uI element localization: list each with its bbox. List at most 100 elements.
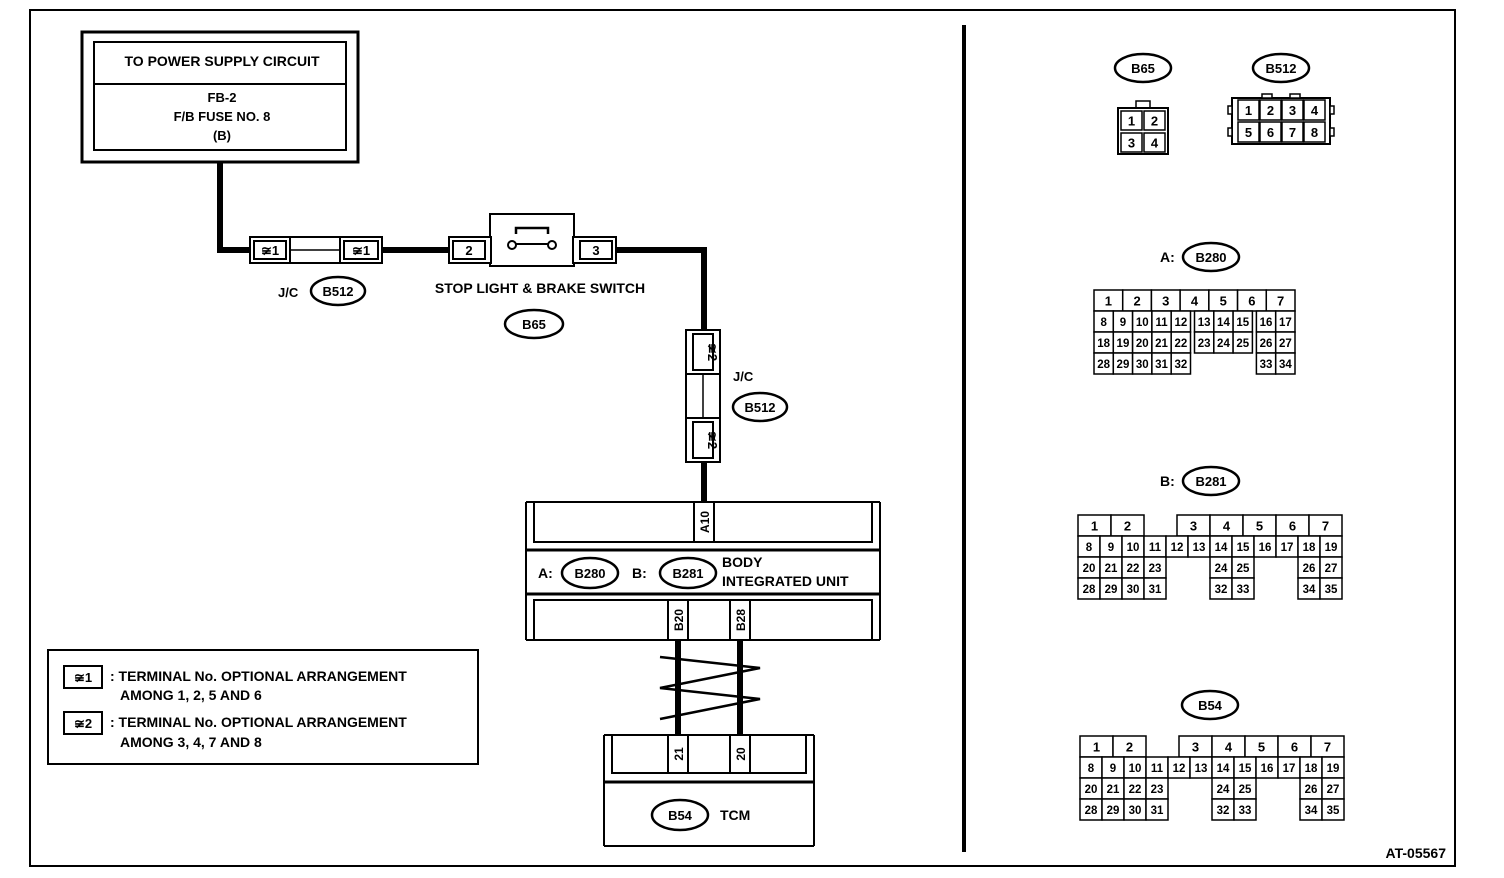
pin-label: 34 <box>1305 805 1318 817</box>
pin-label: 29 <box>1105 584 1118 596</box>
pin-label: 7 <box>1289 125 1296 140</box>
svg-text:B281: B281 <box>1195 474 1226 489</box>
pin-label: 33 <box>1260 359 1273 371</box>
pin-label: 4 <box>1151 135 1159 150</box>
pin-label: 25 <box>1239 784 1252 796</box>
terminal-star1-right: ≆1 <box>352 243 370 258</box>
pin-label: 20 <box>1085 784 1098 796</box>
badge-b280-main: B280 <box>560 556 620 590</box>
svg-text:B512: B512 <box>322 284 353 299</box>
pin-label: 1 <box>1245 103 1252 118</box>
svg-text:B280: B280 <box>574 566 605 581</box>
pin-label: 26 <box>1305 784 1318 796</box>
legend-line-1b: AMONG 1, 2, 5 AND 6 <box>120 687 262 703</box>
badge-b512-top: B512 <box>309 275 367 307</box>
pin-label: 11 <box>1155 317 1168 329</box>
svg-text:B280: B280 <box>1195 250 1226 265</box>
badge-b65-main: B65 <box>503 308 565 340</box>
pin-label: 26 <box>1303 563 1316 575</box>
diagram-code: AT-05567 <box>1386 845 1447 861</box>
pin-label: 1 <box>1128 113 1135 128</box>
pin-label: 28 <box>1085 805 1098 817</box>
pin-label: 25 <box>1237 563 1250 575</box>
svg-text:B281: B281 <box>672 566 703 581</box>
pin-label: 4 <box>1191 293 1199 308</box>
pin-label: 5 <box>1245 125 1252 140</box>
pin-label: 17 <box>1283 763 1296 775</box>
badge-b512-vertical: B512 <box>731 391 789 423</box>
pin-label: 13 <box>1198 317 1211 329</box>
pin-label: 10 <box>1136 317 1149 329</box>
pin-label: 3 <box>1190 518 1197 533</box>
pin-label: 4 <box>1311 103 1319 118</box>
pin-label: 9 <box>1108 542 1114 554</box>
svg-text:B:: B: <box>1160 473 1175 489</box>
pin-label: 2 <box>1126 739 1133 754</box>
pin-label: 2 <box>1133 293 1140 308</box>
pin-label: 12 <box>1174 317 1187 329</box>
pin-label: 31 <box>1151 805 1164 817</box>
pin-label: 1 <box>1091 518 1098 533</box>
svg-text:B512: B512 <box>744 400 775 415</box>
pin-label: 14 <box>1217 317 1230 329</box>
legend-line-1a: : TERMINAL No. OPTIONAL ARRANGEMENT <box>110 668 407 684</box>
legend-line-2b: AMONG 3, 4, 7 AND 8 <box>120 734 262 750</box>
pin-label: 22 <box>1129 784 1142 796</box>
pin-label: 30 <box>1129 805 1142 817</box>
pin-label: 15 <box>1237 542 1250 554</box>
power-header: TO POWER SUPPLY CIRCUIT <box>125 53 320 69</box>
pin-label: 8 <box>1311 125 1318 140</box>
pin-label: 27 <box>1325 563 1338 575</box>
prefix-a-main: A: <box>538 565 553 581</box>
svg-text:B65: B65 <box>1131 61 1155 76</box>
terminal-2: 2 <box>465 243 472 258</box>
terminal-21: 21 <box>672 747 686 761</box>
pin-label: 16 <box>1260 317 1273 329</box>
pin-label: 23 <box>1198 338 1211 350</box>
pin-label: 27 <box>1279 338 1292 350</box>
prefix-b-main: B: <box>632 565 647 581</box>
pin-label: 18 <box>1303 542 1316 554</box>
pin-label: 20 <box>1083 563 1096 575</box>
tcm-label: TCM <box>720 807 750 823</box>
pin-label: 12 <box>1173 763 1186 775</box>
terminal-20: 20 <box>734 747 748 761</box>
pin-label: 31 <box>1155 359 1168 371</box>
terminal-a10: A10 <box>698 511 712 533</box>
tcm-unit: 21 20 <box>603 734 815 847</box>
pin-label: 21 <box>1155 338 1168 350</box>
pin-label: 23 <box>1151 784 1164 796</box>
pin-label: 4 <box>1225 739 1233 754</box>
pin-label: 33 <box>1239 805 1252 817</box>
pin-label: 29 <box>1107 805 1120 817</box>
pin-label: 2 <box>1124 518 1131 533</box>
pin-label: 6 <box>1291 739 1298 754</box>
terminal-star2-bottom: ≆2 <box>705 431 720 449</box>
legend-mark-2: ≆2 <box>74 716 92 731</box>
legend-line-2a: : TERMINAL No. OPTIONAL ARRANGEMENT <box>110 714 407 730</box>
outer-frame <box>29 9 1456 867</box>
badge-b281-main: B281 <box>658 556 718 590</box>
pin-label: 12 <box>1171 542 1184 554</box>
pin-label: 32 <box>1215 584 1228 596</box>
pin-label: 21 <box>1105 563 1118 575</box>
pin-label: 9 <box>1110 763 1116 775</box>
pin-label: 2 <box>1267 103 1274 118</box>
pin-label: 25 <box>1236 338 1249 350</box>
pin-label: 13 <box>1193 542 1206 554</box>
svg-text:A:: A: <box>1160 249 1175 265</box>
svg-text:B65: B65 <box>522 317 546 332</box>
pin-label: 10 <box>1127 542 1140 554</box>
pin-label: 22 <box>1174 338 1187 350</box>
pin-label: 11 <box>1149 542 1162 554</box>
pin-label: 26 <box>1260 338 1273 350</box>
pin-label: 9 <box>1120 317 1126 329</box>
badge-b54-main: B54 <box>650 798 710 832</box>
pin-label: 5 <box>1220 293 1227 308</box>
pin-label: 14 <box>1217 763 1230 775</box>
pin-label: 23 <box>1149 563 1162 575</box>
pin-label: 16 <box>1261 763 1274 775</box>
pin-label: 19 <box>1327 763 1340 775</box>
junction-connector-top: ≆1 ≆1 <box>249 236 383 264</box>
